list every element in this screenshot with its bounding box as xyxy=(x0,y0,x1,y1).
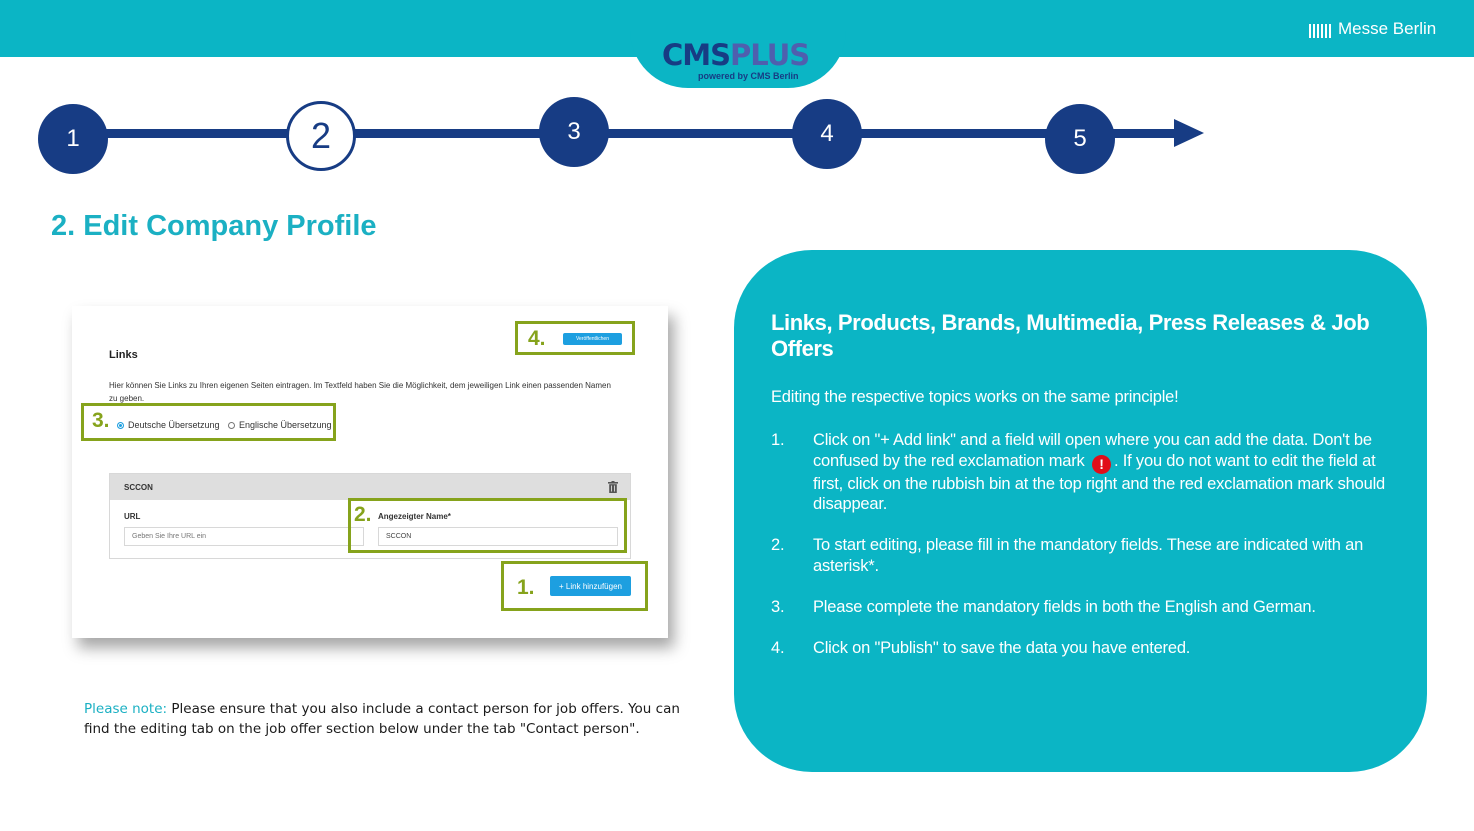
logo-tab xyxy=(630,30,846,88)
instruction-item: 4. Click on "Publish" to save the data yo… xyxy=(771,638,1386,659)
name-label: Angezeigter Name* xyxy=(378,512,451,521)
instruction-item: 1. Click on "+ Add link" and a field will… xyxy=(771,430,1386,515)
url-label: URL xyxy=(124,512,141,521)
panel-intro: Editing the respective topics works on t… xyxy=(771,388,1179,406)
radio-selected-icon xyxy=(117,421,124,429)
callout-number-4: 4. xyxy=(528,327,546,350)
step-2: 2 xyxy=(286,101,356,171)
link-item-title: SCCON xyxy=(124,483,153,492)
radio-english-label: Englische Übersetzung xyxy=(239,420,332,430)
note-text: Please ensure that you also include a co… xyxy=(84,701,680,737)
callout-box-4 xyxy=(515,321,635,355)
instruction-text: Click on "+ Add link" and a field will o… xyxy=(813,431,1372,470)
radio-english[interactable]: Englische Übersetzung xyxy=(228,420,332,430)
step-line xyxy=(72,129,1177,138)
callout-number-1: 1. xyxy=(517,576,535,599)
callout-box-1 xyxy=(501,561,648,611)
partner-logo-text: Messe Berlin xyxy=(1338,19,1437,38)
messe-bars-icon xyxy=(1307,20,1331,38)
add-link-button[interactable]: + Link hinzufügen xyxy=(550,576,631,596)
radio-unselected-icon xyxy=(228,421,235,429)
instruction-number: 2. xyxy=(771,536,785,554)
instruction-number: 1. xyxy=(771,431,785,449)
step-5: 5 xyxy=(1045,104,1115,174)
cms-plus-logo: CMSPLUS powered by CMS Berlin xyxy=(662,38,812,84)
trash-icon[interactable] xyxy=(608,481,618,493)
instruction-item: 3. Please complete the mandatory fields i… xyxy=(771,597,1386,618)
step-1: 1 xyxy=(38,104,108,174)
instruction-number: 4. xyxy=(771,638,785,657)
link-item-card: SCCON URL Geben Sie Ihre URL ein xyxy=(109,473,631,559)
callout-box-3 xyxy=(81,403,336,441)
radio-german[interactable]: Deutsche Übersetzung xyxy=(117,420,220,430)
link-item-header: SCCON xyxy=(110,474,630,500)
instruction-number: 3. xyxy=(771,597,785,616)
callout-number-2: 2. xyxy=(354,503,372,526)
logo-tagline: powered by CMS Berlin xyxy=(698,71,799,81)
name-input[interactable]: SCCON xyxy=(378,527,618,546)
instruction-text: To start editing, please fill in the man… xyxy=(813,536,1364,575)
callout-number-3: 3. xyxy=(92,409,110,432)
step-label: 1 xyxy=(66,125,80,152)
instruction-text: Click on "Publish" to save the data you … xyxy=(813,638,1191,657)
messe-berlin-logo: Messe Berlin xyxy=(1307,18,1436,40)
page-title: 2. Edit Company Profile xyxy=(51,210,377,242)
instruction-text: Please complete the mandatory fields in … xyxy=(813,597,1316,616)
step-4: 4 xyxy=(792,99,862,169)
cms-links-screenshot: Links 4. Veröffentlichen Hier können Sie… xyxy=(72,306,668,638)
links-section-title: Links xyxy=(109,349,138,361)
radio-german-label: Deutsche Übersetzung xyxy=(128,420,220,430)
instruction-list: 1. Click on "+ Add link" and a field will… xyxy=(771,430,1386,658)
instruction-text-continued: . If you do not want to edit the field a… xyxy=(813,451,1386,514)
exclamation-icon: ! xyxy=(1092,454,1111,474)
url-input[interactable]: Geben Sie Ihre URL ein xyxy=(124,527,364,546)
panel-title: Links, Products, Brands, Multimedia, Pre… xyxy=(771,310,1370,361)
step-3: 3 xyxy=(539,97,609,167)
arrow-right-icon xyxy=(1174,119,1204,147)
callout-box-2 xyxy=(348,498,627,553)
logo-main: CMS xyxy=(662,38,731,72)
step-label: 4 xyxy=(820,120,834,147)
links-description: Hier können Sie Links zu Ihren eigenen S… xyxy=(109,381,611,403)
publish-button[interactable]: Veröffentlichen xyxy=(563,333,622,345)
job-offer-note: Please note: Please ensure that you also… xyxy=(84,699,684,739)
logo-accent: PLUS xyxy=(730,38,810,72)
instructions-panel: Links, Products, Brands, Multimedia, Pre… xyxy=(734,250,1427,772)
note-label: Please note: xyxy=(84,701,168,717)
instruction-item: 2. To start editing, please fill in the m… xyxy=(771,535,1386,576)
step-label: 3 xyxy=(567,118,581,145)
step-label: 5 xyxy=(1073,125,1087,152)
step-label: 2 xyxy=(310,115,332,156)
